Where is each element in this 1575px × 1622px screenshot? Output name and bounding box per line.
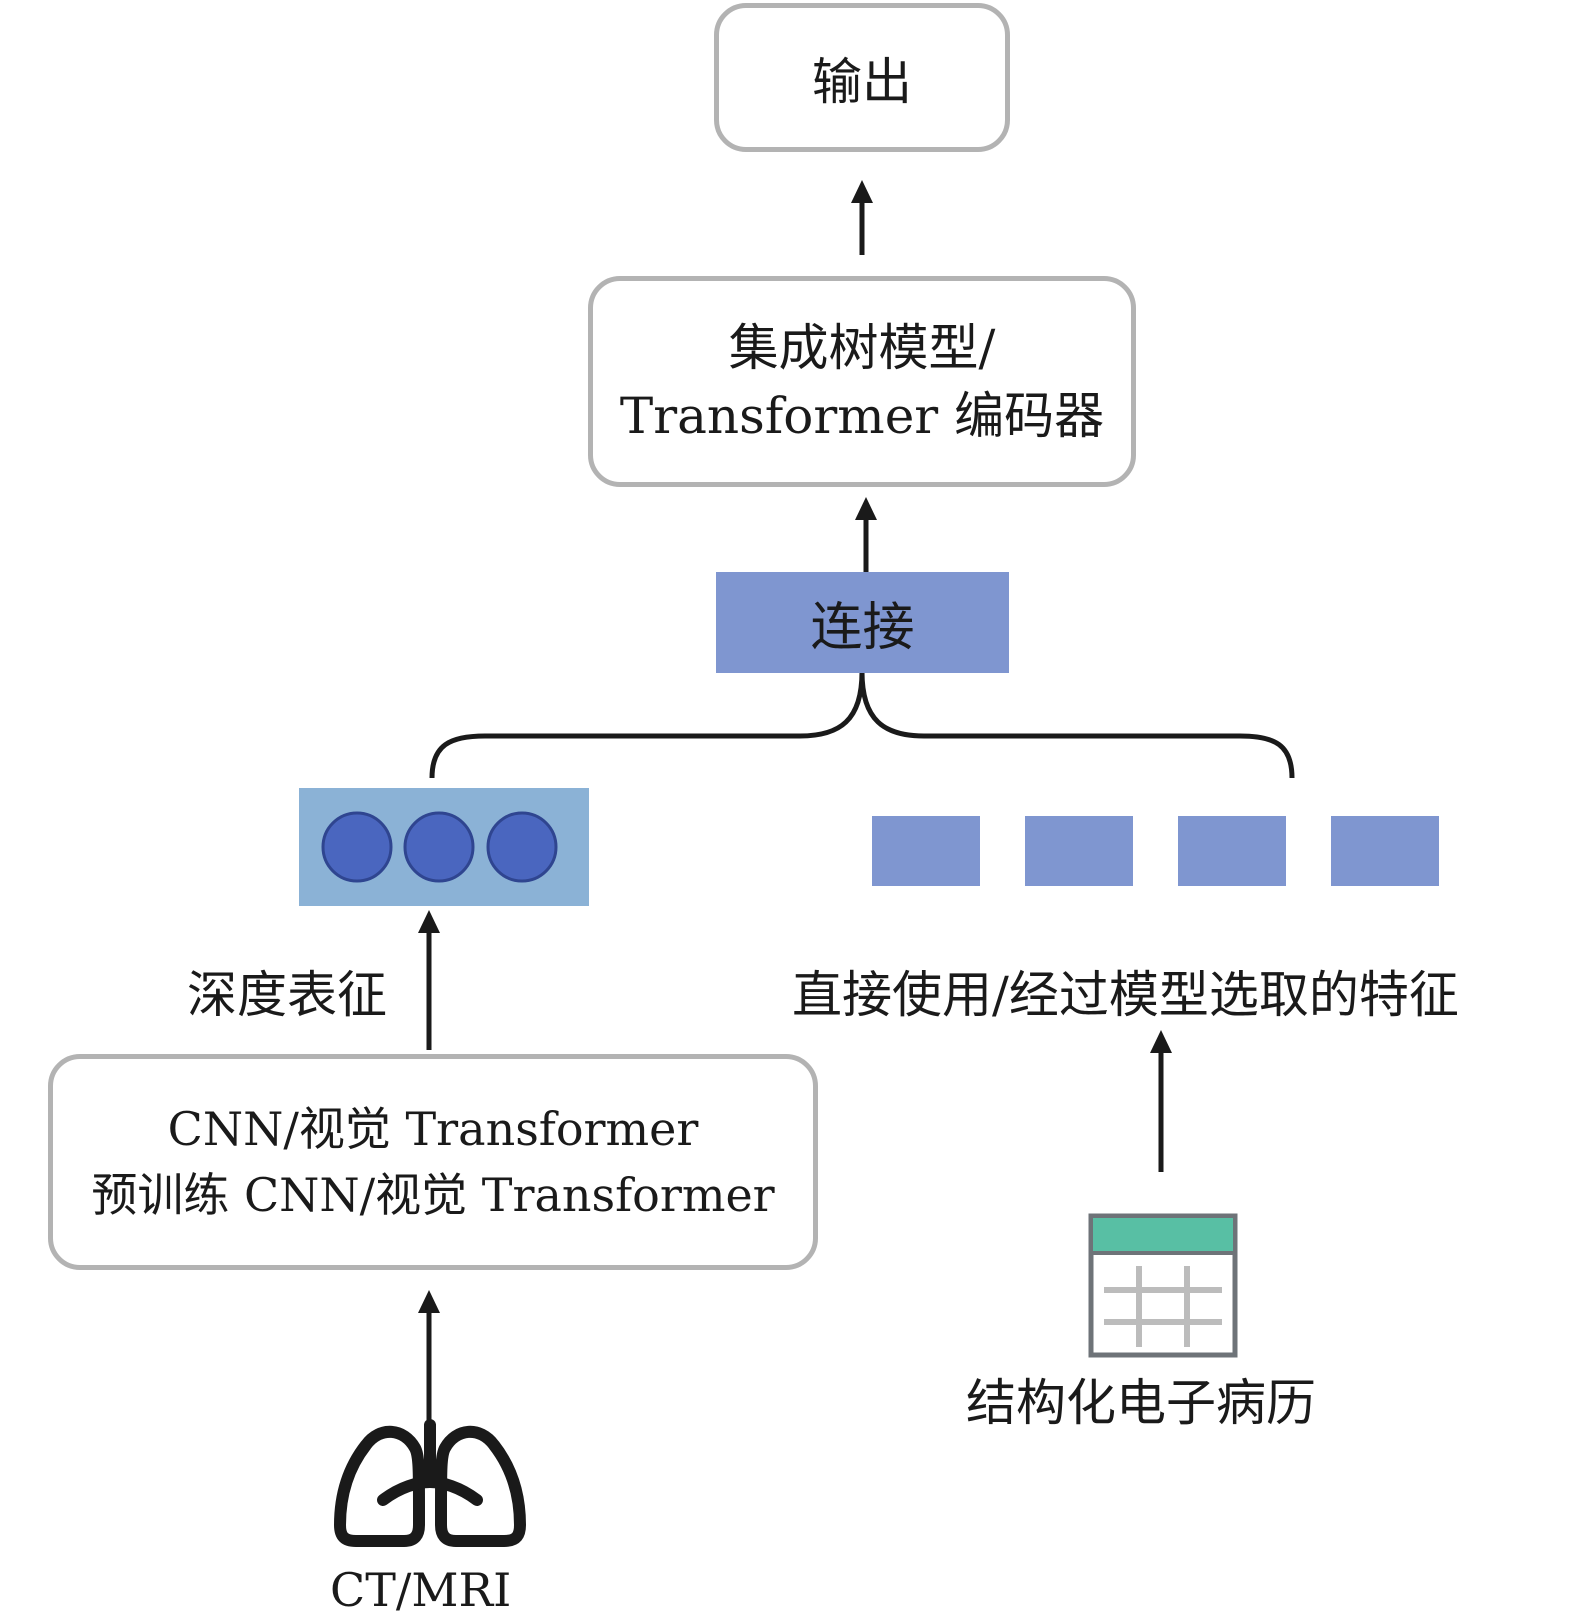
deep-features-label: 深度表征 <box>187 966 387 1024</box>
ehr-label: 结构化电子病历 <box>966 1374 1316 1432</box>
arrow-model-to-output <box>851 180 873 255</box>
selected-features-label: 直接使用/经过模型选取的特征 <box>792 966 1459 1024</box>
cnn-label-line1: CNN/视觉 Transformer <box>167 1102 699 1156</box>
merge-brace <box>429 671 1295 779</box>
concat-box: 连接 <box>716 572 1009 673</box>
lungs-icon <box>334 1419 526 1547</box>
feature-block <box>1331 816 1439 886</box>
embedding-dot <box>321 811 393 883</box>
model-label-line2: Transformer 编码器 <box>619 386 1105 445</box>
arrow-concat-to-model <box>855 497 877 572</box>
arrow-ehr-to-features <box>1150 1030 1172 1172</box>
concat-label: 连接 <box>810 598 915 658</box>
cnn-label-line2: 预训练 CNN/视觉 Transformer <box>91 1168 775 1222</box>
cnn-box: CNN/视觉 Transformer 预训练 CNN/视觉 Transforme… <box>48 1054 818 1270</box>
model-box: 集成树模型/ Transformer 编码器 <box>588 276 1136 487</box>
feature-block <box>1025 816 1133 886</box>
output-label: 输出 <box>812 52 912 111</box>
feature-block <box>872 816 980 886</box>
table-icon <box>1088 1213 1238 1358</box>
output-box: 输出 <box>714 3 1010 152</box>
embedding-dot <box>486 811 558 883</box>
ctmri-label: CT/MRI <box>330 1563 512 1617</box>
feature-block <box>1178 816 1286 886</box>
embedding-vector <box>299 788 589 906</box>
feature-blocks <box>872 816 1439 886</box>
arrow-cnn-to-embedding <box>418 910 440 1050</box>
arrow-lungs-to-cnn <box>418 1290 440 1428</box>
embedding-dot <box>403 811 475 883</box>
model-label-line1: 集成树模型/ <box>728 318 996 377</box>
